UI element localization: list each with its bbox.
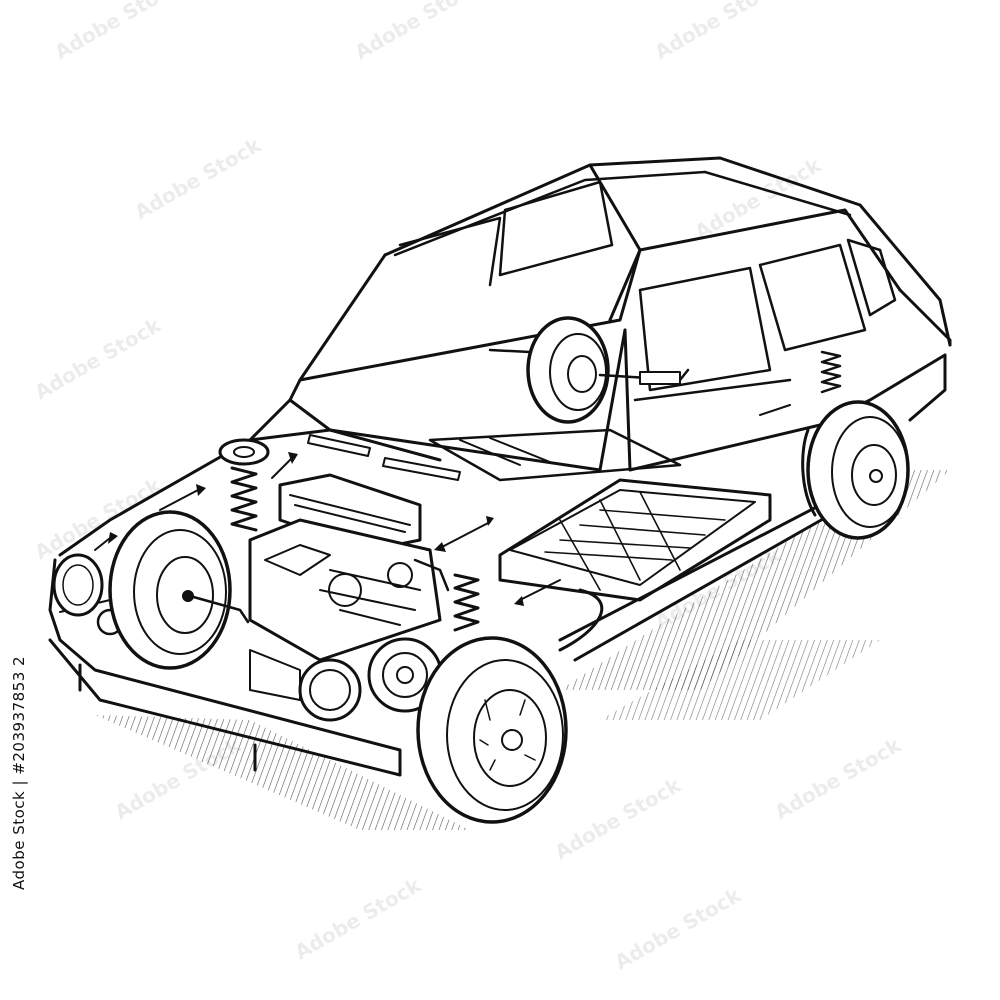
svg-text:Adobe Stock: Adobe Stock xyxy=(51,0,186,64)
svg-text:Adobe Stock: Adobe Stock xyxy=(291,873,426,965)
svg-text:Adobe Stock: Adobe Stock xyxy=(771,733,906,825)
rear-right-wheel xyxy=(801,400,910,540)
front-suspension-spring xyxy=(218,438,270,532)
svg-text:Adobe Stock: Adobe Stock xyxy=(551,773,686,865)
svg-text:Adobe Stock: Adobe Stock xyxy=(31,313,166,405)
rear-coil-spring xyxy=(820,350,842,394)
rear-suspension-spring xyxy=(453,573,480,632)
airflow-arrows xyxy=(94,452,561,606)
watermark-pattern: Adobe Stock Adobe Stock Adobe Stock Adob… xyxy=(31,0,906,974)
svg-text:Adobe Stock: Adobe Stock xyxy=(691,153,826,245)
svg-text:Adobe Stock: Adobe Stock xyxy=(351,0,486,64)
car-body xyxy=(48,156,952,777)
engine xyxy=(248,473,450,722)
svg-text:Adobe Stock: Adobe Stock xyxy=(651,0,786,64)
stock-id-label: Adobe Stock | #203937853 2 xyxy=(10,655,28,890)
front-left-wheel xyxy=(108,510,250,670)
front-right-wheel xyxy=(416,636,568,824)
headlight xyxy=(52,553,104,617)
svg-text:Adobe Stock: Adobe Stock xyxy=(611,883,746,975)
svg-text:Adobe Stock: Adobe Stock xyxy=(131,133,266,225)
spare-wheel xyxy=(488,316,690,424)
